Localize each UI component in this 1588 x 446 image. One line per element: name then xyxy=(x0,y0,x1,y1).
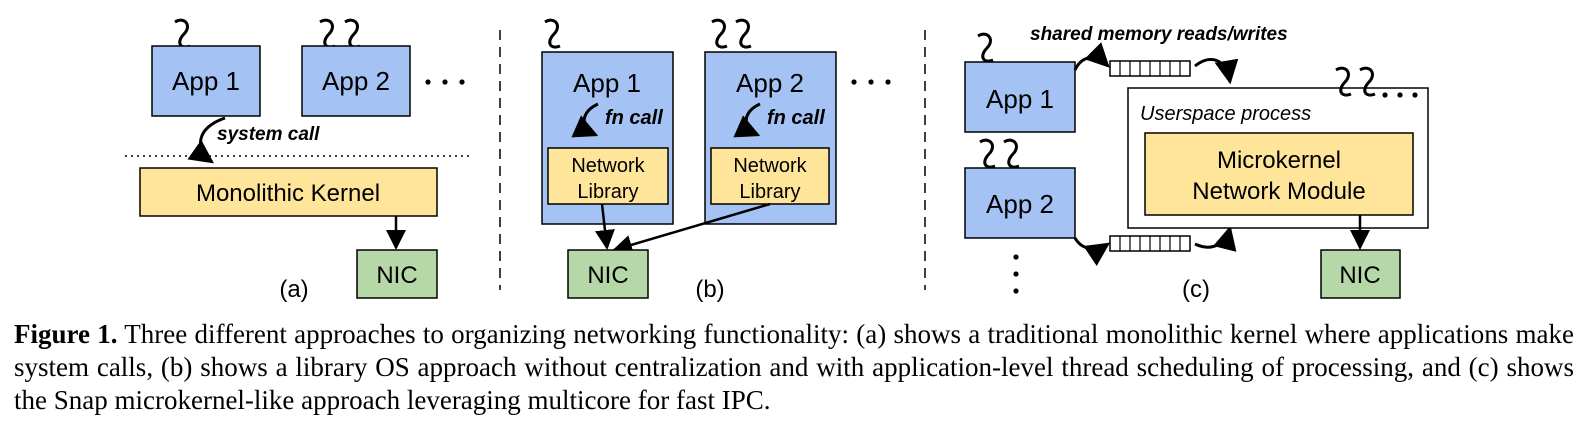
app1-label: App 1 xyxy=(172,66,240,96)
app2-label: App 2 xyxy=(736,68,804,98)
shared-memory-queue xyxy=(1109,60,1191,77)
syscall-arrow xyxy=(187,116,226,164)
thread-icon xyxy=(544,18,561,49)
panel-a-label: (a) xyxy=(279,276,308,303)
panel-a: App 1 App 2 system call Monolithic Kerne… xyxy=(125,18,470,303)
queue-read-arrow xyxy=(1194,225,1237,252)
thread-icon xyxy=(319,18,336,49)
ellipsis xyxy=(425,79,465,85)
thread-icon xyxy=(735,18,752,49)
network-library-label: Library xyxy=(577,181,638,203)
fn-call-arrow xyxy=(733,102,761,138)
thread-icon xyxy=(344,18,361,49)
app1-label: App 1 xyxy=(573,68,641,98)
thread-icon xyxy=(1359,66,1376,97)
queue-write-arrow xyxy=(1073,42,1110,71)
fn-call-arrow xyxy=(571,102,599,138)
microkernel-module-label: Microkernel xyxy=(1217,147,1341,174)
nic-box xyxy=(356,249,438,299)
figure-label: Figure 1. xyxy=(14,319,118,349)
vertical-ellipsis xyxy=(1013,254,1019,294)
panel-b: App 1 fn call Network Library App 2 fn c… xyxy=(541,18,891,303)
ellipsis xyxy=(1382,92,1418,98)
queue-write-arrow xyxy=(1073,237,1110,266)
nic-box xyxy=(1320,249,1401,299)
nic-box xyxy=(567,249,649,299)
figure-caption: Figure 1. Three different approaches to … xyxy=(14,318,1574,417)
architecture-diagram: App 1 App 2 system call Monolithic Kerne… xyxy=(125,18,1429,303)
fn-call-label: fn call xyxy=(605,107,663,129)
thread-icon xyxy=(979,138,996,169)
network-library-label: Network xyxy=(571,155,645,177)
panel-b-label: (b) xyxy=(695,276,724,303)
nic-label: NIC xyxy=(587,262,628,289)
network-library-label: Library xyxy=(739,181,800,203)
nic-label: NIC xyxy=(1339,262,1380,289)
app2-box xyxy=(301,45,411,117)
userspace-process-label: Userspace process xyxy=(1140,103,1311,125)
shared-memory-queue xyxy=(1109,235,1191,252)
network-library-label: Network xyxy=(733,155,807,177)
panel-c-label: (c) xyxy=(1182,276,1210,303)
thread-icon xyxy=(711,18,728,49)
microkernel-module-label: Network Module xyxy=(1192,178,1365,205)
app1-label: App 1 xyxy=(986,84,1054,114)
shared-memory-label: shared memory reads/writes xyxy=(1030,24,1288,45)
app1-box xyxy=(151,45,261,117)
nic-label: NIC xyxy=(376,262,417,289)
microkernel-module-box xyxy=(1144,132,1414,216)
app2-label: App 2 xyxy=(322,66,390,96)
app2-label: App 2 xyxy=(986,189,1054,219)
queue-read-arrow xyxy=(1194,57,1239,85)
app1-box xyxy=(964,61,1076,133)
app2-box xyxy=(964,167,1076,239)
fn-call-label: fn call xyxy=(767,107,825,129)
monolithic-kernel-box xyxy=(139,167,438,217)
lib-nic-arrow xyxy=(612,202,771,255)
thread-icon xyxy=(1003,138,1020,169)
network-library-box xyxy=(547,147,669,205)
thread-icon xyxy=(1335,66,1352,97)
lib-nic-arrow xyxy=(595,203,615,250)
panel-c: shared memory reads/writes App 1 App 2 xyxy=(964,24,1429,303)
caption-text: Three different approaches to organizing… xyxy=(14,319,1574,415)
ellipsis xyxy=(851,79,891,85)
thread-icon xyxy=(174,18,191,49)
monolithic-kernel-label: Monolithic Kernel xyxy=(196,180,380,207)
syscall-label: system call xyxy=(217,124,320,145)
thread-icon xyxy=(977,32,994,63)
